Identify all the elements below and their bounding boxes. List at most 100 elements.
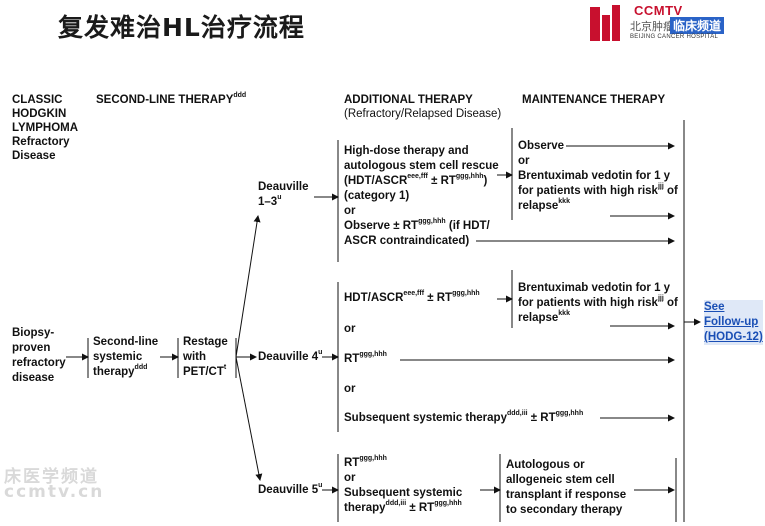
- node-line: allogeneic stem cell: [506, 474, 615, 486]
- or-label: or: [518, 155, 530, 167]
- node-line: Brentuximab vedotin for 1 y: [518, 282, 671, 294]
- node-line: HDT/ASCR: [344, 292, 404, 304]
- node-line: (if HDT/: [445, 220, 490, 232]
- footnote-sup: ddd: [233, 92, 247, 100]
- hospital-logo: CCMTV 北京肿瘤 临床频道 BEIJING CANCER HOSPITAL: [588, 3, 760, 47]
- footnote-sup: ggg,hhh: [359, 351, 387, 359]
- footnote-sup: ggg,hhh: [434, 500, 462, 508]
- header-subtext: (Refractory/Relapsed Disease): [344, 108, 502, 120]
- node-line: for patients with high risk: [518, 297, 658, 309]
- node-d13-maintenance: Observe or Brentuximab vedotin for 1 y f…: [518, 139, 678, 214]
- node-line: ± RT: [527, 412, 556, 424]
- footnote-sup: kkk: [558, 310, 570, 318]
- node-line: ± RT: [427, 175, 456, 187]
- footnote-sup: kkk: [558, 198, 570, 206]
- followup-link-line[interactable]: (HODG-12): [704, 330, 763, 345]
- node-d5-transplant: Autologous or allogeneic stem cell trans…: [506, 458, 626, 518]
- header-additional-therapy: ADDITIONAL THERAPY (Refractory/Relapsed …: [344, 93, 501, 121]
- or-label: or: [344, 383, 356, 395]
- slide-title: 复发难治HL治疗流程: [58, 13, 305, 42]
- node-line: (category 1): [344, 190, 410, 202]
- footnote-sup: eee,fff: [403, 290, 425, 298]
- logo-channel: 临床频道: [670, 17, 725, 34]
- node-line: PET/CT: [183, 366, 224, 378]
- or-label: or: [344, 472, 356, 484]
- node-line: ± RT: [424, 292, 453, 304]
- node-deauville-1-3: Deauville 1–3u: [258, 180, 309, 210]
- node-line: therapy: [344, 502, 386, 514]
- header-second-line-therapy: SECOND-LINE THERAPYddd: [96, 92, 247, 107]
- logo-hospital-name: BEIJING CANCER HOSPITAL: [630, 34, 719, 40]
- footnote-sup: eee,fff: [407, 173, 428, 181]
- node-d5-therapy: RTggg,hhh or Subsequent systemic therapy…: [344, 455, 463, 516]
- or-label: or: [344, 323, 356, 335]
- node-line: (HDT/ASCR: [344, 175, 408, 187]
- header-line: Disease: [12, 150, 56, 162]
- node-line: disease: [12, 372, 55, 384]
- footnote-sup: ggg,hhh: [452, 290, 480, 298]
- header-maintenance-therapy: MAINTENANCE THERAPY: [522, 94, 666, 106]
- node-deauville-4: Deauville 4u: [258, 349, 322, 365]
- node-line: with: [183, 351, 206, 363]
- followup-link-line[interactable]: See: [704, 300, 763, 315]
- node-line: for patients with high risk: [518, 185, 658, 197]
- footnote-sup: u: [318, 482, 323, 490]
- node-line: Deauville: [258, 181, 309, 193]
- header-classic-hl: CLASSIC HODGKIN LYMPHOMA Refractory Dise…: [12, 93, 78, 163]
- node-line: systemic: [93, 351, 143, 363]
- node-line: Subsequent systemic therapy: [344, 412, 507, 424]
- node-d13-hdt-ascr: High-dose therapy and autologous stem ce…: [344, 144, 499, 249]
- node-line: Subsequent systemic: [344, 487, 463, 499]
- node-line: Restage: [183, 336, 228, 348]
- node-second-line: Second-line systemic therapyddd: [93, 335, 158, 380]
- arrow-to-deauville-5: [235, 356, 263, 481]
- footnote-sup: jjj: [657, 295, 664, 303]
- footnote-sup: ddd,iii: [506, 410, 528, 418]
- footnote-sup: ddd,iii: [385, 500, 407, 508]
- node-line: to secondary therapy: [506, 504, 623, 516]
- node-line: High-dose therapy and: [344, 145, 469, 157]
- node-line: Autologous or: [506, 459, 585, 471]
- node-line: relapse: [518, 200, 559, 212]
- node-line: Observe: [518, 140, 565, 152]
- node-line: Second-line: [93, 336, 159, 348]
- node-line: ): [483, 175, 488, 187]
- footnote-sup: jjj: [657, 183, 664, 191]
- arrow-to-deauville-13: [235, 215, 261, 358]
- footnote-sup: ggg,hhh: [555, 410, 584, 418]
- followup-link-line[interactable]: Follow-up: [704, 315, 763, 330]
- or-label: or: [344, 205, 356, 217]
- node-biopsy: Biopsy- proven refractory disease: [12, 326, 66, 386]
- hospital-mark-icon: [590, 5, 620, 41]
- node-line: refractory: [12, 357, 66, 369]
- footnote-sup: t: [223, 364, 227, 372]
- header-text: SECOND-LINE THERAPY: [96, 94, 234, 106]
- footnote-sup: ddd: [134, 364, 148, 372]
- watermark-cn: 床医学频道: [4, 467, 99, 487]
- node-line: RT: [344, 457, 360, 469]
- followup-link[interactable]: See Follow-up (HODG-12): [704, 300, 763, 345]
- node-line: 1–3: [258, 196, 278, 208]
- node-d4-rt: RTggg,hhh: [344, 351, 387, 367]
- node-line: therapy: [93, 366, 135, 378]
- node-line: of: [663, 297, 678, 309]
- node-line: Deauville 5: [258, 484, 319, 496]
- node-d4-subsequent: Subsequent systemic therapyddd,iii ± RTg…: [344, 410, 584, 426]
- footnote-sup: ggg,hhh: [359, 455, 387, 463]
- ccmtv-brand: CCMTV: [634, 3, 683, 18]
- footnote-sup: u: [277, 194, 282, 202]
- node-line: of: [663, 185, 678, 197]
- header-line: HODGKIN: [12, 108, 67, 120]
- node-line: RT: [344, 353, 360, 365]
- node-deauville-5: Deauville 5u: [258, 482, 323, 498]
- header-text: ADDITIONAL THERAPY: [344, 94, 473, 106]
- header-line: LYMPHOMA: [12, 122, 79, 134]
- node-restage: Restage with PET/CTt: [183, 335, 228, 380]
- node-d4-maintenance: Brentuximab vedotin for 1 y for patients…: [518, 281, 678, 326]
- footnote-sup: ggg,hhh: [418, 218, 446, 226]
- node-line: Biopsy-: [12, 327, 55, 339]
- header-line: CLASSIC: [12, 94, 63, 106]
- logo-cn-text: 北京肿瘤: [630, 20, 674, 33]
- header-line: Refractory: [12, 136, 70, 148]
